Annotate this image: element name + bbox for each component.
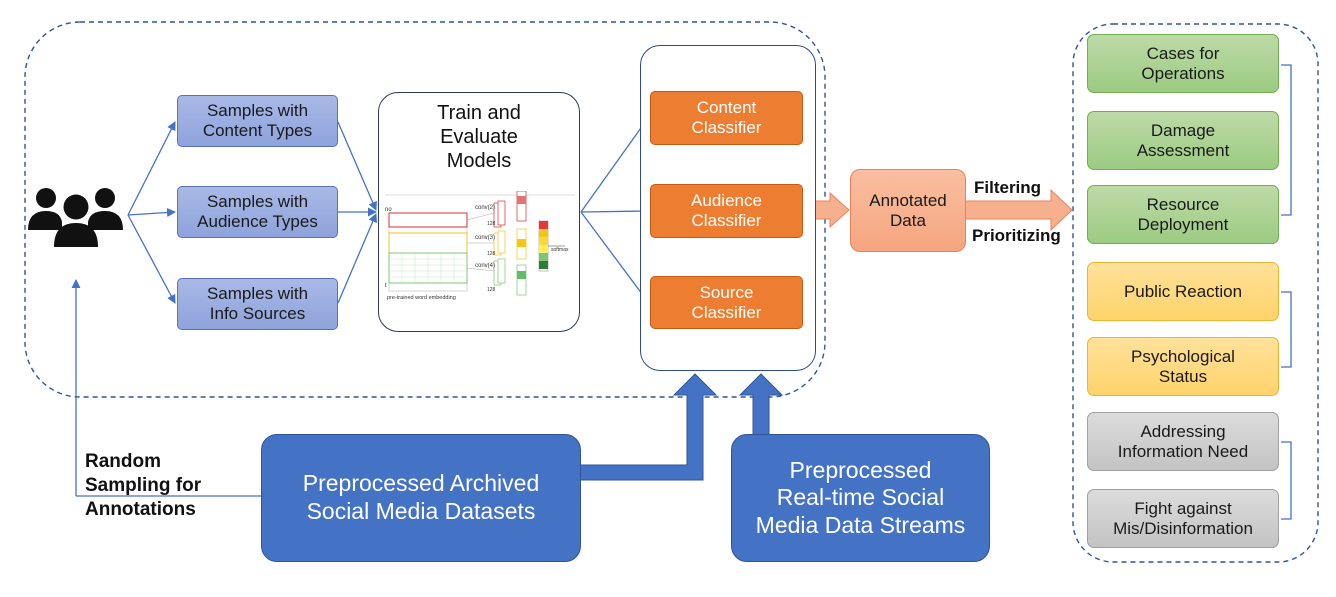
category-fight-misinformation: Fight against Mis/Disinformation (1087, 489, 1279, 548)
dim-label-2: 128 (487, 251, 496, 257)
arrow-people-to-source (127, 214, 176, 304)
conv4-label: conv(4) (475, 263, 495, 269)
filtering-label: Filtering (974, 178, 1042, 197)
annotated-data: Annotated Data (850, 169, 966, 252)
pipeline-dashed-frame (24, 21, 826, 398)
audience-classifier: Audience Classifier (650, 184, 803, 238)
train-evaluate-models-box: Train and Evaluate Models no t (378, 92, 580, 332)
archived-datasets: Preprocessed Archived Social Media Datas… (261, 434, 581, 562)
arrow-people-to-content (127, 121, 176, 216)
dim-label-3: 128 (487, 287, 496, 293)
softmax-label: softmax (551, 247, 569, 253)
arrow-source-to-train (337, 213, 377, 304)
content-classifier: Content Classifier (650, 91, 803, 145)
category-public-reaction: Public Reaction (1087, 262, 1279, 321)
conv3-label: conv(3) (475, 235, 495, 241)
source-classifier: Source Classifier (650, 276, 803, 329)
samples-info-sources: Samples with Info Sources (177, 278, 338, 330)
bracket-green (1281, 64, 1292, 216)
categories-dashed-frame (1072, 23, 1319, 563)
samples-content-types: Samples with Content Types (177, 95, 338, 147)
arrow-people-to-audience (127, 208, 176, 218)
arrow-train-to-content (580, 117, 649, 213)
prioritizing-label: Prioritizing (972, 226, 1061, 245)
arrow-train-to-source (580, 211, 649, 303)
arrow-content-to-train (337, 121, 377, 211)
train-evaluate-models-title: Train and Evaluate Models (437, 102, 521, 172)
arrow-archived-to-classifiers (579, 373, 718, 481)
svg-text:no: no (385, 207, 392, 213)
samples-audience-types: Samples with Audience Types (177, 186, 338, 238)
category-damage-assessment: Damage Assessment (1087, 111, 1279, 170)
arrow-annotated-to-categories (964, 188, 1073, 232)
random-sampling-label: Random Sampling for Annotations (85, 451, 202, 520)
category-cases-for-operations: Cases for Operations (1087, 34, 1279, 93)
arrow-realtime-to-classifiers (738, 373, 784, 438)
realtime-streams: Preprocessed Real-time Social Media Data… (731, 434, 990, 562)
people-icon (28, 188, 123, 247)
arrow-train-to-audience (580, 206, 649, 216)
dim-label-1: 128 (487, 221, 496, 227)
category-resource-deployment: Resource Deployment (1087, 185, 1279, 244)
bracket-yellow (1281, 291, 1292, 368)
conv2-label: conv(2) (475, 205, 495, 211)
svg-text:t: t (385, 283, 387, 289)
bracket-gray (1281, 441, 1292, 520)
embedding-label: pre-trained word embedding (387, 295, 456, 301)
cnn-architecture-diagram: no t conv(2) conv(3) conv(4) 128 128 (385, 191, 575, 301)
category-addressing-information-need: Addressing Information Need (1087, 412, 1279, 471)
category-psychological-status: Psychological Status (1087, 337, 1279, 396)
